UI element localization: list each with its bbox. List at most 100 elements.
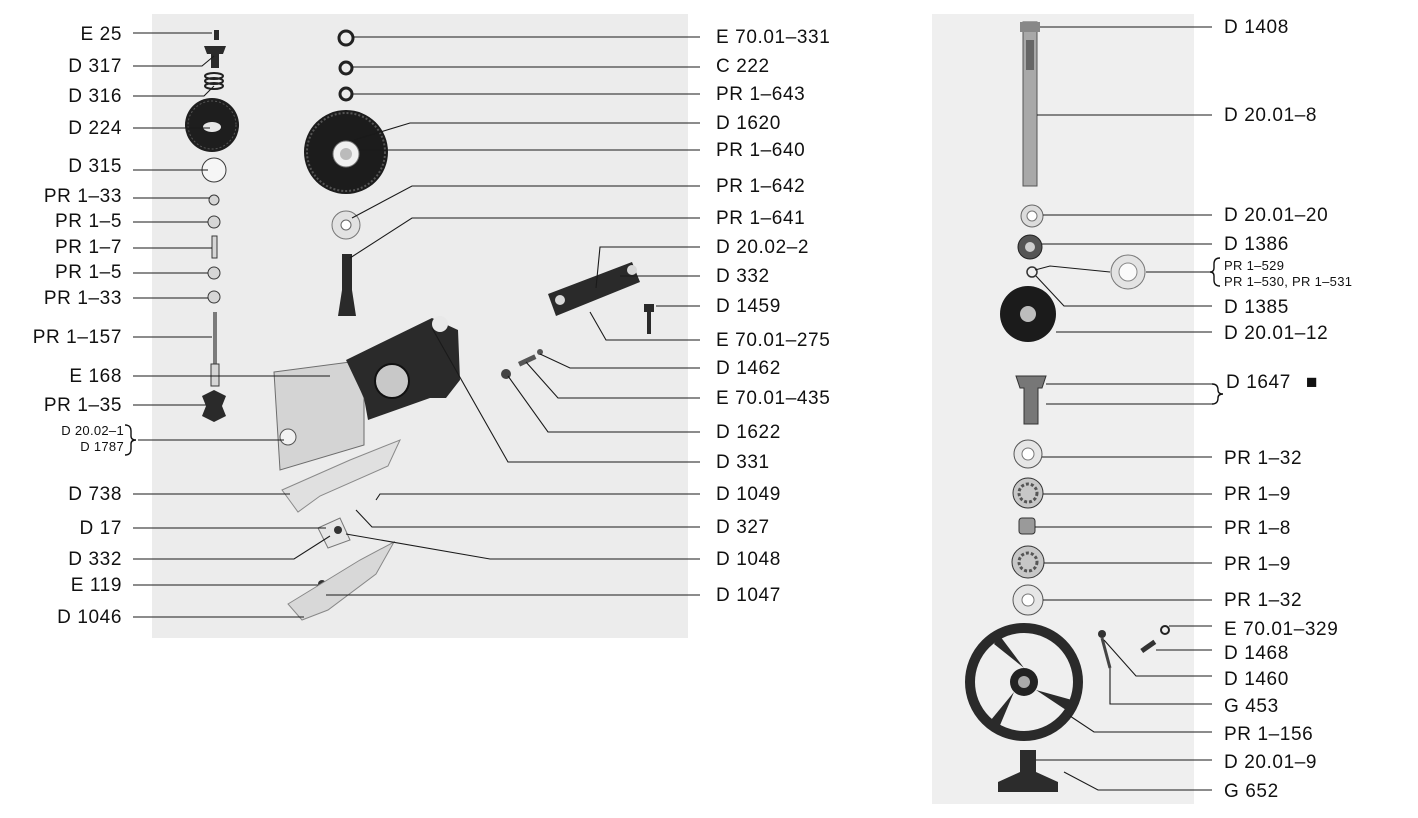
part-d1046-blade: [287, 540, 396, 621]
part-d332-bar: [548, 262, 640, 316]
label-e70-01-275: E 70.01–275: [716, 330, 830, 351]
part-d1647-spindle: [1015, 375, 1047, 425]
label-pr1-5-a: PR 1–5: [55, 211, 122, 232]
label-g453: G 453: [1224, 696, 1279, 717]
label-d327: D 327: [716, 517, 770, 538]
pr1-32-b-hole-icon: [1021, 593, 1035, 607]
left-parts-group: [185, 29, 654, 621]
part-pr1-33-b: [207, 290, 221, 304]
bearing-balls-icon: [1017, 482, 1039, 504]
label-pr1-35: PR 1–35: [44, 395, 122, 416]
label-e119: E 119: [71, 575, 122, 596]
right-panel-leader-lines: [1034, 26, 1212, 791]
right-leader-lines: [326, 36, 700, 596]
part-d316-spring: [204, 72, 224, 90]
label-pr1-9-b: PR 1–9: [1224, 554, 1291, 575]
label-pr1-530-531: PR 1–530, PR 1–531: [1224, 274, 1352, 289]
part-pr1-156-handwheel: [965, 623, 1083, 741]
label-pr1-157: PR 1–157: [33, 327, 122, 348]
label-e70-01-435: E 70.01–435: [716, 388, 830, 409]
part-e70-01-331-ring: [337, 29, 355, 47]
label-d20-02-2: D 20.02–2: [716, 237, 809, 258]
label-d332-left: D 332: [68, 549, 122, 570]
part-pr1-157-screw: [213, 312, 217, 364]
label-pr1-529: PR 1–529: [1224, 258, 1284, 273]
part-g453-pin: [1100, 637, 1112, 669]
part-d317-knob: [204, 46, 226, 68]
label-d317: D 317: [68, 56, 122, 77]
part-pr1-7-pin: [211, 235, 218, 259]
label-pr1-33-a: PR 1–33: [44, 186, 122, 207]
label-d332-right: D 332: [716, 266, 770, 287]
pulley-hub-icon: [1020, 306, 1036, 322]
label-pr1-33-b: PR 1–33: [44, 288, 122, 309]
part-e70-01-329-nut: [1160, 625, 1170, 635]
label-d1408: D 1408: [1224, 17, 1289, 38]
label-d315: D 315: [68, 156, 122, 177]
plate-hole-icon: [279, 428, 297, 446]
part-d1460-ball: [1098, 630, 1106, 638]
label-pr1-8: PR 1–8: [1224, 518, 1291, 539]
washer-hole-icon: [340, 219, 352, 231]
label-pr1-641: PR 1–641: [716, 208, 805, 229]
part-e168-bushing: [210, 363, 220, 387]
label-pr1-643: PR 1–643: [716, 84, 805, 105]
bearing-balls-b-icon: [1017, 551, 1039, 573]
label-e70-01-331: E 70.01–331: [716, 27, 830, 48]
label-d738: D 738: [68, 484, 122, 505]
label-d1049: D 1049: [716, 484, 781, 505]
label-d20-01-9: D 20.01–9: [1224, 752, 1317, 773]
part-pr1-9-a: [1012, 477, 1044, 509]
part-d1462-ball: [537, 349, 543, 355]
label-d20-02-1: D 20.02–1: [61, 423, 124, 438]
bearing-hole-icon: [1025, 242, 1035, 252]
label-pr1-7: PR 1–7: [55, 237, 122, 258]
label-d20-01-8: D 20.01–8: [1224, 105, 1317, 126]
left-leader-lines: [133, 32, 331, 618]
part-d20-02-1-plate: [273, 361, 365, 471]
label-d224: D 224: [68, 118, 122, 139]
part-e25-screw: [214, 30, 219, 40]
right-panel-labels: D 1408 D 20.01–8 D 20.01–20 D 1386 PR 1–…: [1209, 17, 1352, 802]
bracket-bore-icon: [374, 363, 410, 399]
bar-hole-icon: [627, 265, 637, 275]
label-d331: D 331: [716, 452, 770, 473]
label-pr1-5-b: PR 1–5: [55, 262, 122, 283]
label-d20-01-20: D 20.01–20: [1224, 205, 1328, 226]
part-d332-screw: [334, 526, 342, 534]
label-pr1-156: PR 1–156: [1224, 724, 1313, 745]
pr1-32-a-hole-icon: [1021, 447, 1035, 461]
part-d1408-collar: [1020, 22, 1040, 32]
marker-square-icon: ■: [1306, 372, 1318, 393]
ring-hole-icon: [1026, 210, 1038, 222]
brace-d1647-icon: [1211, 383, 1224, 405]
label-d20-01-12: D 20.01–12: [1224, 323, 1328, 344]
label-d1622: D 1622: [716, 422, 781, 443]
part-d1468-bolt: [1140, 639, 1157, 654]
label-e25: E 25: [81, 24, 123, 45]
label-d1048: D 1048: [716, 549, 781, 570]
part-d1385-ring: [1026, 266, 1038, 278]
label-d1460: D 1460: [1224, 669, 1289, 690]
label-d1047: D 1047: [716, 585, 781, 606]
part-pr1-5-b: [207, 266, 221, 280]
part-d20-01-9-foot: [998, 750, 1058, 792]
label-pr1-642: PR 1–642: [716, 176, 805, 197]
part-e70-01-435-pin: [517, 354, 537, 367]
bar-hole2-icon: [555, 295, 565, 305]
label-d1647: D 1647: [1226, 372, 1291, 393]
label-g652: G 652: [1224, 781, 1279, 802]
label-e70-01-329: E 70.01–329: [1224, 619, 1338, 640]
bracket-top-hole-icon: [432, 316, 448, 332]
part-d1459-screw: [644, 304, 654, 334]
right-parts-group: [965, 21, 1170, 792]
label-d1385: D 1385: [1224, 297, 1289, 318]
label-d1787: D 1787: [80, 439, 124, 454]
label-d1620: D 1620: [716, 113, 781, 134]
label-d316: D 316: [68, 86, 122, 107]
label-c222: C 222: [716, 56, 770, 77]
label-d17: D 17: [79, 518, 122, 539]
part-pr1-35-knob: [202, 390, 226, 422]
part-pr1-33-a: [208, 194, 220, 206]
